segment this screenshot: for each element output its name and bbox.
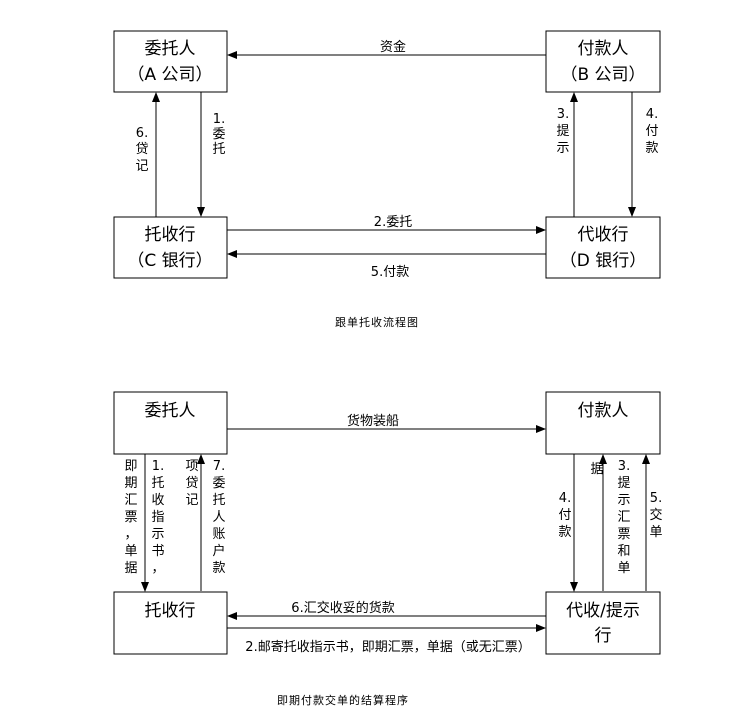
label-right-col3: 3. 提 示 汇 票 和 单	[617, 459, 630, 576]
label-funds: 资金	[380, 39, 406, 55]
box-remitting-bank: 托收行	[113, 591, 228, 655]
svg-text:委: 委	[212, 476, 225, 491]
svg-text:即: 即	[124, 459, 137, 474]
svg-text:据: 据	[590, 462, 603, 477]
svg-text:示: 示	[151, 527, 164, 542]
label-right-col2: 据	[590, 462, 603, 477]
svg-text:6.: 6.	[136, 126, 148, 141]
svg-text:汇: 汇	[617, 510, 630, 525]
label-step1: 1. 委 托	[212, 112, 225, 157]
box-principal-a-line1: 委托人	[145, 39, 196, 59]
svg-text:，: ，	[151, 561, 164, 576]
svg-text:单: 单	[617, 561, 630, 576]
label-step5: 5.付款	[371, 265, 409, 280]
svg-text:3.: 3.	[618, 459, 630, 474]
svg-text:款: 款	[558, 525, 571, 540]
svg-text:提: 提	[617, 475, 630, 491]
svg-text:和: 和	[617, 544, 630, 559]
svg-text:贷: 贷	[185, 476, 198, 491]
svg-text:人: 人	[212, 510, 225, 525]
svg-text:项: 项	[185, 459, 198, 474]
svg-text:款: 款	[212, 561, 225, 576]
svg-text:记: 记	[135, 159, 148, 174]
svg-text:3.: 3.	[557, 107, 569, 122]
svg-text:托: 托	[212, 493, 225, 508]
box-payer: 付款人	[545, 391, 661, 455]
box-collecting-bank-d: 代收行 （D 银行）	[545, 216, 661, 279]
svg-text:委: 委	[212, 127, 225, 142]
box-principal: 委托人	[113, 391, 228, 455]
box-collecting-bank-d-line1: 代收行	[578, 225, 629, 245]
box-remitting-bank-c-line2: （C 银行）	[127, 251, 212, 271]
svg-text:托: 托	[151, 476, 164, 491]
svg-text:户: 户	[212, 543, 225, 559]
label-left-col1: 即 期 汇 票 ， 单 据	[124, 459, 137, 576]
label-step2: 2.邮寄托收指示书，即期汇票，单据（或无汇票）	[245, 639, 530, 655]
svg-text:，: ，	[124, 527, 137, 542]
svg-text:收: 收	[151, 493, 164, 508]
svg-text:5.: 5.	[650, 491, 662, 506]
svg-text:4.: 4.	[646, 107, 658, 122]
svg-text:1.: 1.	[213, 112, 225, 127]
label-step6: 6. 贷 记	[135, 126, 148, 174]
diagram1: 委托人 （A 公司） 付款人 （B 公司） 托收行 （C 银行） 代收行 （D …	[113, 30, 661, 329]
svg-text:付: 付	[645, 124, 658, 139]
svg-text:汇: 汇	[124, 493, 137, 508]
box-remitting-bank-c: 托收行 （C 银行）	[113, 216, 228, 279]
box-principal-a: 委托人 （A 公司）	[113, 30, 228, 93]
svg-text:票: 票	[124, 510, 137, 525]
svg-text:付: 付	[558, 508, 571, 523]
box-collecting-bank-d-line2: （D 银行）	[560, 251, 647, 271]
box-collecting-bank: 代收/提示 行	[545, 591, 661, 655]
label-right-col4: 5. 交 单	[649, 491, 662, 540]
box-remitting-bank-c-line1: 托收行	[145, 225, 196, 245]
svg-text:1.: 1.	[152, 459, 164, 474]
svg-text:单: 单	[649, 525, 662, 540]
box-payer-b-line1: 付款人	[578, 39, 629, 59]
svg-text:票: 票	[617, 527, 630, 542]
svg-text:据: 据	[124, 561, 137, 576]
svg-text:示: 示	[617, 493, 630, 508]
box-payer-b: 付款人 （B 公司）	[545, 30, 661, 93]
svg-text:指: 指	[151, 510, 164, 525]
label-step4: 4. 付 款	[645, 107, 658, 156]
box-principal-a-line2: （A 公司）	[127, 65, 212, 85]
svg-text:记: 记	[185, 493, 198, 508]
svg-text:期: 期	[124, 476, 137, 491]
label-goods-shipped: 货物装船	[347, 413, 399, 429]
caption-diagram1: 跟单托收流程图	[335, 315, 419, 329]
svg-text:示: 示	[556, 141, 569, 156]
diagram2: 委托人 付款人 托收行 代收/提示 行 货物装船 即 期 汇 票 ， 单 据	[113, 391, 663, 707]
svg-text:托: 托	[212, 142, 225, 157]
label-left-col3: 项 贷 记	[185, 459, 198, 508]
svg-text:提: 提	[556, 123, 569, 139]
box-remitting-bank-label: 托收行	[145, 601, 196, 621]
box-payer-label: 付款人	[578, 401, 629, 421]
box-collecting-bank-line1: 代收/提示	[566, 601, 640, 621]
svg-text:4.: 4.	[559, 491, 571, 506]
label-right-col1: 4. 付 款	[558, 491, 571, 540]
label-step2: 2.委托	[374, 215, 412, 230]
box-payer-b-line2: （B 公司）	[560, 65, 645, 85]
svg-text:7.: 7.	[213, 459, 225, 474]
svg-text:账: 账	[212, 527, 225, 542]
label-left-col4: 7. 委 托 人 账 户 款	[212, 459, 225, 576]
svg-text:单: 单	[124, 544, 137, 559]
svg-text:款: 款	[645, 141, 658, 156]
label-step6: 6.汇交收妥的货款	[291, 600, 394, 616]
svg-text:贷: 贷	[135, 142, 148, 157]
label-step3: 3. 提 示	[556, 107, 569, 156]
label-left-col2: 1. 托 收 指 示 书 ，	[151, 459, 164, 576]
svg-text:书: 书	[151, 544, 164, 559]
box-collecting-bank-line2: 行	[595, 626, 612, 646]
svg-text:交: 交	[649, 507, 662, 523]
box-principal-label: 委托人	[145, 401, 196, 421]
caption-diagram2: 即期付款交单的结算程序	[277, 693, 409, 707]
